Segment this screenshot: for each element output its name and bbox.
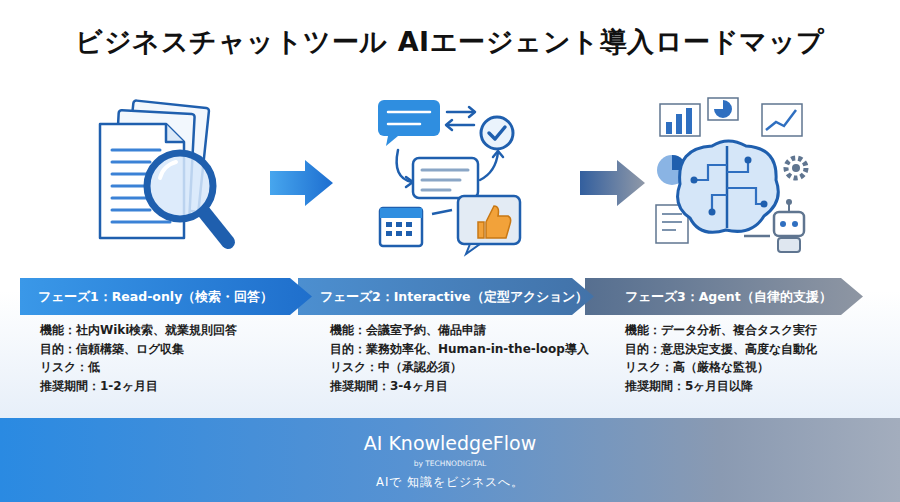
phase-detail: 推奨期間：5ヶ月目以降	[625, 377, 753, 395]
agent-brain-icon	[656, 98, 806, 252]
phase-detail: 推奨期間：1-2ヶ月目	[40, 377, 158, 395]
diagram-title: ビジネスチャットツール AIエージェント導入ロードマップ	[0, 24, 900, 60]
brand-byline: by TECHNODIGITAL	[0, 459, 900, 468]
phase-title: フェーズ1：Read-only（検索・回答）	[38, 278, 273, 315]
footer-band: AI KnowledgeFlow by TECHNODIGITAL AIで 知識をビ…	[0, 418, 900, 502]
band-arrow	[585, 278, 863, 315]
phase-detail: 機能：会議室予約、備品申請	[330, 321, 486, 339]
phase-detail: 目的：業務効率化、Human-in-the-loop導入	[330, 340, 589, 358]
phase-band: フェーズ2：Interactive（定型アクション）	[298, 278, 594, 315]
phase-detail: リスク：高（厳格な監視）	[625, 358, 769, 376]
phase-detail: 目的：信頼構築、ログ収集	[40, 340, 184, 358]
phase-node: フェーズ3：Agent（自律的支援） 機能：データ分析、複合タスク実行目的：意思決…	[585, 278, 863, 398]
progress-arrow	[580, 160, 645, 206]
phase-node: フェーズ1：Read-only（検索・回答） 機能：社内Wiki検索、就業規則回答…	[20, 278, 312, 398]
band-arrow	[20, 278, 312, 315]
phase-node: フェーズ2：Interactive（定型アクション） 機能：会議室予約、備品申請目…	[298, 278, 594, 398]
phase-detail: 機能：データ分析、複合タスク実行	[625, 321, 817, 339]
brand-tagline: AIで 知識をビジネスへ。	[0, 475, 900, 490]
phase-band: フェーズ3：Agent（自律的支援）	[585, 278, 863, 315]
chat-action-icon	[378, 100, 520, 254]
phase-band: フェーズ1：Read-only（検索・回答）	[20, 278, 312, 315]
phase-title: フェーズ2：Interactive（定型アクション）	[320, 278, 588, 315]
band-arrow	[298, 278, 594, 315]
phase-detail: 推奨期間：3-4ヶ月目	[330, 377, 448, 395]
phase-detail: 機能：社内Wiki検索、就業規則回答	[40, 321, 237, 339]
document-search-icon	[100, 100, 228, 242]
phase-title: フェーズ3：Agent（自律的支援）	[625, 278, 832, 315]
phase-detail: リスク：低	[40, 358, 100, 376]
progress-arrow	[270, 160, 333, 206]
phase-detail: リスク：中（承認必須）	[330, 358, 462, 376]
brand-name: AI KnowledgeFlow	[0, 432, 900, 454]
phase-detail: 目的：意思決定支援、高度な自動化	[625, 340, 817, 358]
